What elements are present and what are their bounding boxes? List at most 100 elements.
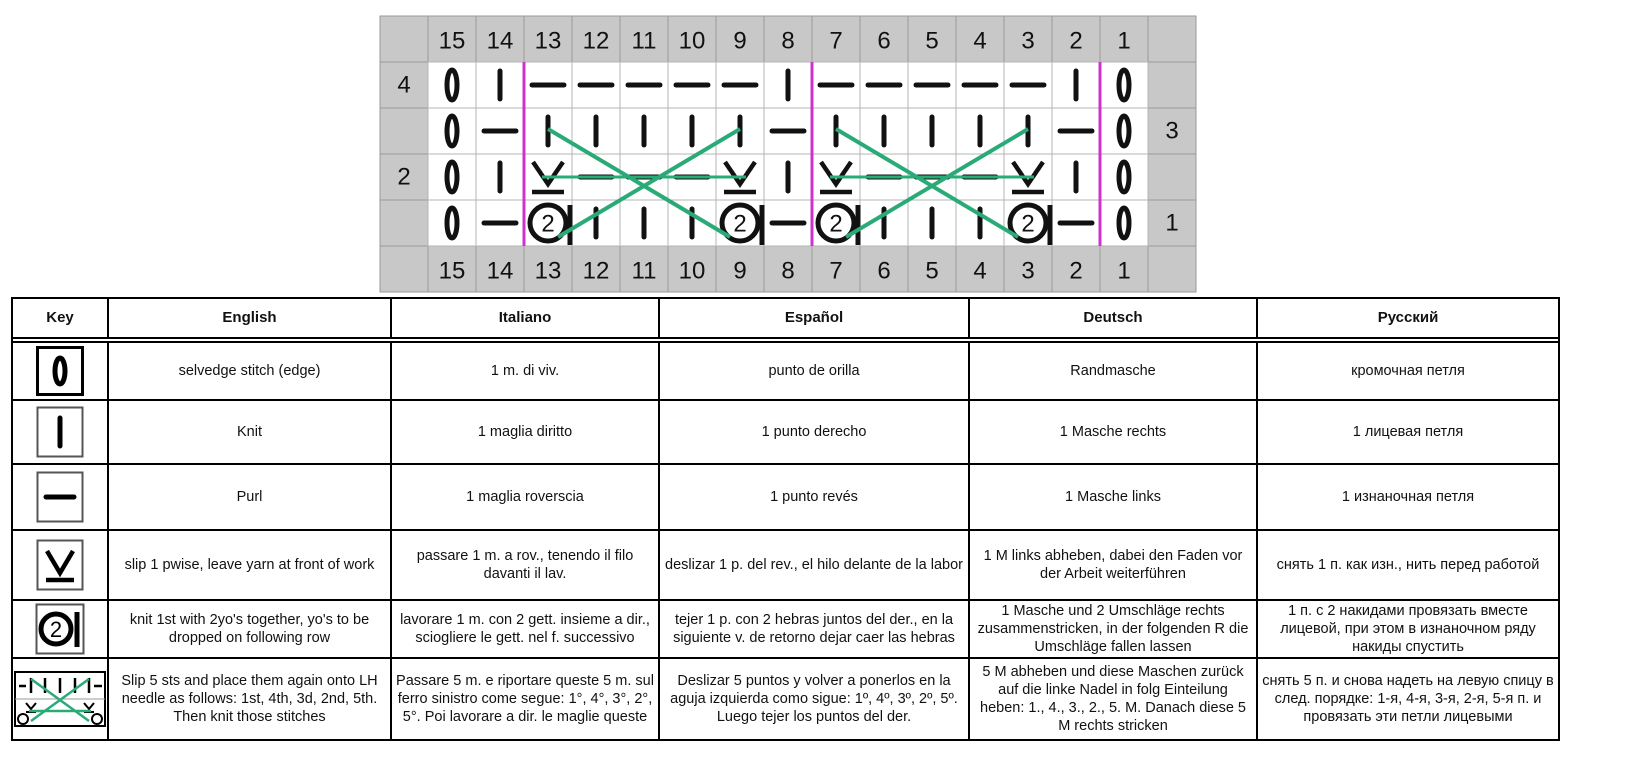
selvedge-stitch-icon (36, 346, 84, 396)
chart-header-cell-bottom (475, 245, 525, 293)
knit-stitch-icon (36, 406, 84, 458)
chart-header-cell-bottom (571, 245, 621, 293)
key-row-knit2yo: 2 knit 1st with 2yo's together, yo's to … (11, 599, 1560, 659)
slip-deutsch: 1 M links abheben, dabei den Faden vor d… (968, 529, 1258, 601)
header-key: Key (11, 297, 109, 339)
knit-with-two-yarnovers-digit: 2 (1021, 211, 1034, 238)
row-number-label: 2 (397, 164, 410, 191)
column-number-bottom: 7 (829, 258, 842, 285)
column-number-top: 14 (487, 28, 514, 55)
key-row-cross5: Slip 5 sts and place them again onto LH … (11, 657, 1560, 741)
column-number-bottom: 13 (535, 258, 562, 285)
column-number-top: 8 (781, 28, 794, 55)
cross5-espanol: Deslizar 5 puntos y volver a ponerlos en… (658, 657, 970, 741)
slip-italiano: passare 1 m. a rov., tenendo il filo dav… (390, 529, 660, 601)
knit2yo-espanol: tejer 1 p. con 2 hebras juntos del der.,… (658, 599, 970, 659)
column-number-top: 7 (829, 28, 842, 55)
slip-espanol: deslizar 1 p. del rev., el hilo delante … (658, 529, 970, 601)
chart-header-cell-bottom (379, 245, 429, 293)
chart-header-cell-top (379, 15, 429, 63)
cross5-english: Slip 5 sts and place them again onto LH … (107, 657, 392, 741)
column-number-bottom: 10 (679, 258, 706, 285)
cross5-russian: снять 5 п. и снова надеть на левую спицу… (1256, 657, 1560, 741)
chart-header-cell-top (523, 15, 573, 63)
five-stitch-cross-icon (14, 671, 106, 727)
column-number-bottom: 1 (1117, 258, 1130, 285)
column-number-top: 6 (877, 28, 890, 55)
column-number-bottom: 9 (733, 258, 746, 285)
chart-header-cell-top (571, 15, 621, 63)
selvedge-stitch-icon (444, 113, 460, 149)
header-italiano: Italiano (390, 297, 660, 339)
column-number-top: 9 (733, 28, 746, 55)
key-table: Key English Italiano Español Deutsch Рус… (11, 297, 1560, 741)
chart-header-cell-bottom (859, 245, 909, 293)
column-number-bottom: 2 (1069, 258, 1082, 285)
slip-russian: снять 1 п. как изн., нить перед работой (1256, 529, 1560, 601)
knit2yo-symbol-cell: 2 (11, 599, 109, 659)
key-row-knit: Knit 1 maglia diritto 1 punto derecho 1 … (11, 399, 1560, 465)
knit-with-two-yarnovers-icon (719, 202, 761, 244)
knit-with-two-yarnovers-digit: 2 (733, 211, 746, 238)
chart-header-cell-top (1051, 15, 1101, 63)
cross-line (834, 127, 1020, 239)
selvedge-symbol-cell (11, 341, 109, 401)
purl-english: Purl (107, 463, 392, 531)
column-number-bottom: 15 (439, 258, 466, 285)
slip-stitch-icon (723, 160, 757, 188)
chart-header-cell-bottom (1003, 245, 1053, 293)
knit2yo-italiano: lavorare 1 m. con 2 gett. insieme a dir.… (390, 599, 660, 659)
chart-header-cell-top (811, 15, 861, 63)
column-number-top: 10 (679, 28, 706, 55)
chart-header-cell-top (427, 15, 477, 63)
purl-deutsch: 1 Masche links (968, 463, 1258, 531)
slip-symbol-cell (11, 529, 109, 601)
row-number-label: 4 (397, 72, 410, 99)
knitting-chart: 1515141413131212111110109988776655443322… (379, 15, 1197, 293)
chart-header-cell-top (1147, 15, 1197, 63)
chart-header-cell-bottom (667, 245, 717, 293)
chart-side-cell-right (1147, 153, 1197, 201)
column-number-top: 11 (632, 28, 657, 55)
selvedge-stitch-icon (444, 159, 460, 195)
slip-stitch-icon (36, 539, 84, 591)
knit-with-two-yarnovers-digit: 2 (541, 211, 554, 238)
knit-symbol-cell (11, 399, 109, 465)
column-number-top: 2 (1069, 28, 1082, 55)
cross-line (546, 127, 732, 239)
selvedge-stitch-icon (444, 205, 460, 241)
column-number-bottom: 5 (925, 258, 938, 285)
column-number-bottom: 6 (877, 258, 890, 285)
cross-line (556, 127, 742, 239)
knit2yo-russian: 1 п. с 2 накидами провязать вместе лицев… (1256, 599, 1560, 659)
key-row-selvedge: selvedge stitch (edge) 1 m. di viv. punt… (11, 341, 1560, 401)
column-number-top: 12 (583, 28, 610, 55)
chart-header-cell-top (859, 15, 909, 63)
chart-header-cell-bottom (523, 245, 573, 293)
row-number-label: 1 (1165, 210, 1178, 237)
selvedge-deutsch: Randmasche (968, 341, 1258, 401)
chart-header-cell-top (763, 15, 813, 63)
selvedge-stitch-icon (1116, 113, 1132, 149)
chart-header-cell-bottom (811, 245, 861, 293)
selvedge-stitch-icon (1116, 205, 1132, 241)
knit2yo-english: knit 1st with 2yo's together, yo's to be… (107, 599, 392, 659)
header-deutsch: Deutsch (968, 297, 1258, 339)
header-russian: Русский (1256, 297, 1560, 339)
selvedge-english: selvedge stitch (edge) (107, 341, 392, 401)
header-espanol: Español (658, 297, 970, 339)
purl-russian: 1 изнаночная петля (1256, 463, 1560, 531)
knit-with-two-yarnovers-icon (1007, 202, 1049, 244)
purl-espanol: 1 punto revés (658, 463, 970, 531)
column-number-bottom: 12 (583, 258, 610, 285)
knit-deutsch: 1 Masche rechts (968, 399, 1258, 465)
column-number-top: 4 (973, 28, 986, 55)
knit-espanol: 1 punto derecho (658, 399, 970, 465)
chart-side-cell-right (1147, 199, 1197, 247)
selvedge-stitch-icon (1116, 159, 1132, 195)
column-number-top: 1 (1117, 28, 1130, 55)
chart-header-cell-bottom (1147, 245, 1197, 293)
column-number-top: 5 (925, 28, 938, 55)
cross5-italiano: Passare 5 m. e riportare queste 5 m. sul… (390, 657, 660, 741)
column-number-bottom: 11 (632, 258, 657, 285)
